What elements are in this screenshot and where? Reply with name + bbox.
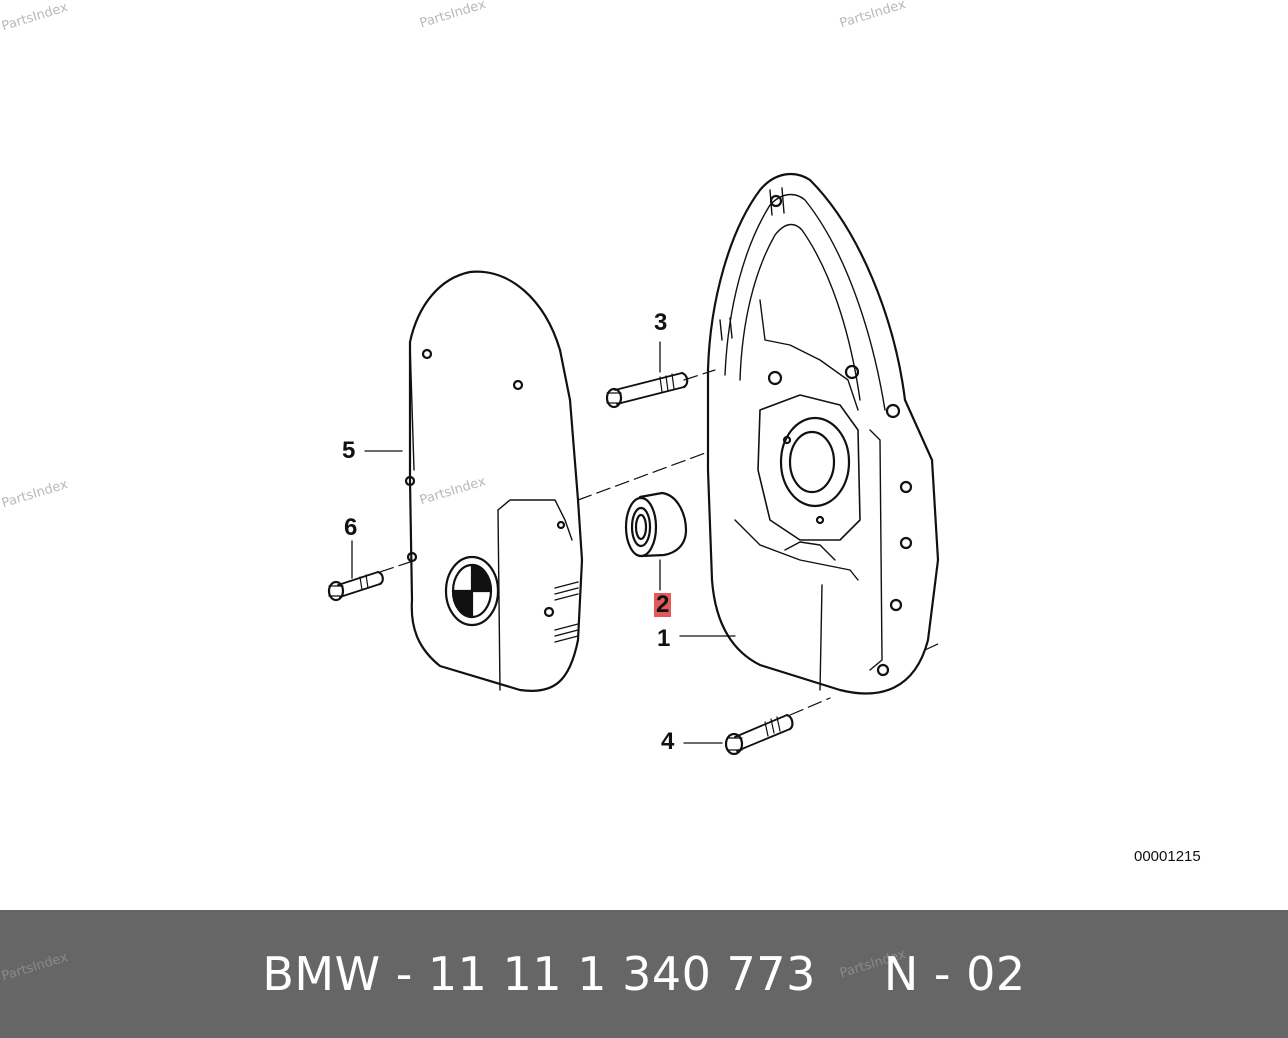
callout-2-highlighted: 2 bbox=[654, 591, 672, 618]
position-caption: N - 02 bbox=[883, 947, 1026, 1001]
callout-1: 1 bbox=[657, 625, 671, 652]
leader-lines bbox=[351, 341, 736, 744]
bmw-emblem-icon bbox=[444, 555, 500, 627]
alignment-axes bbox=[379, 369, 941, 716]
bolt-part-4 bbox=[724, 713, 794, 756]
part-number-caption: BMW - 11 11 1 340 773 bbox=[262, 947, 816, 1001]
bolt-part-3 bbox=[605, 371, 689, 409]
exploded-parts-diagram bbox=[327, 172, 941, 756]
callout-6: 6 bbox=[344, 514, 358, 541]
callout-3: 3 bbox=[654, 309, 668, 336]
caption-bar: PartsIndex PartsIndex BMW - 11 11 1 340 … bbox=[0, 910, 1288, 1038]
front-cover-part-5 bbox=[404, 270, 584, 692]
callout-5: 5 bbox=[342, 437, 356, 464]
diagram-reference-number: 00001215 bbox=[1134, 848, 1201, 865]
shaft-seal-part-2 bbox=[624, 491, 688, 558]
bolt-part-6 bbox=[327, 570, 384, 602]
housing-cover-part-1 bbox=[706, 172, 940, 695]
caption-text: BMW - 11 11 1 340 773 N - 02 bbox=[0, 910, 1288, 1038]
callout-4: 4 bbox=[661, 728, 675, 755]
